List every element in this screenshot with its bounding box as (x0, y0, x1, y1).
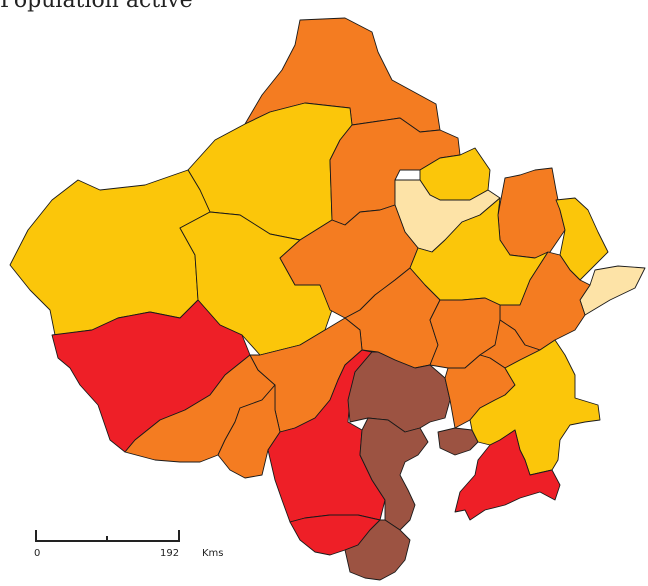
scale-tick-mid (106, 536, 108, 542)
district-bharatpur[interactable] (555, 197, 609, 281)
district-dholpur[interactable] (579, 265, 646, 316)
district-banswara[interactable] (344, 519, 411, 581)
scale-unit: Kms (202, 548, 224, 559)
district-jhalawar[interactable] (454, 429, 561, 521)
district-pratapgarh[interactable] (437, 427, 479, 456)
district-chittorgarh[interactable] (359, 417, 429, 531)
district-churu[interactable] (329, 117, 461, 226)
district-rajsamand[interactable] (347, 351, 451, 433)
district-alwar[interactable] (497, 167, 566, 259)
scale-tick-start (35, 530, 37, 542)
scale-bar: 0 192 Kms (32, 530, 224, 570)
scale-label-zero: 0 (34, 548, 41, 559)
scale-tick-end (178, 530, 180, 542)
district-jaisalmer[interactable] (9, 169, 211, 336)
map-title: Population active (0, 0, 193, 13)
scale-label-max: 192 (160, 548, 180, 559)
district-sirohi[interactable] (217, 384, 281, 479)
